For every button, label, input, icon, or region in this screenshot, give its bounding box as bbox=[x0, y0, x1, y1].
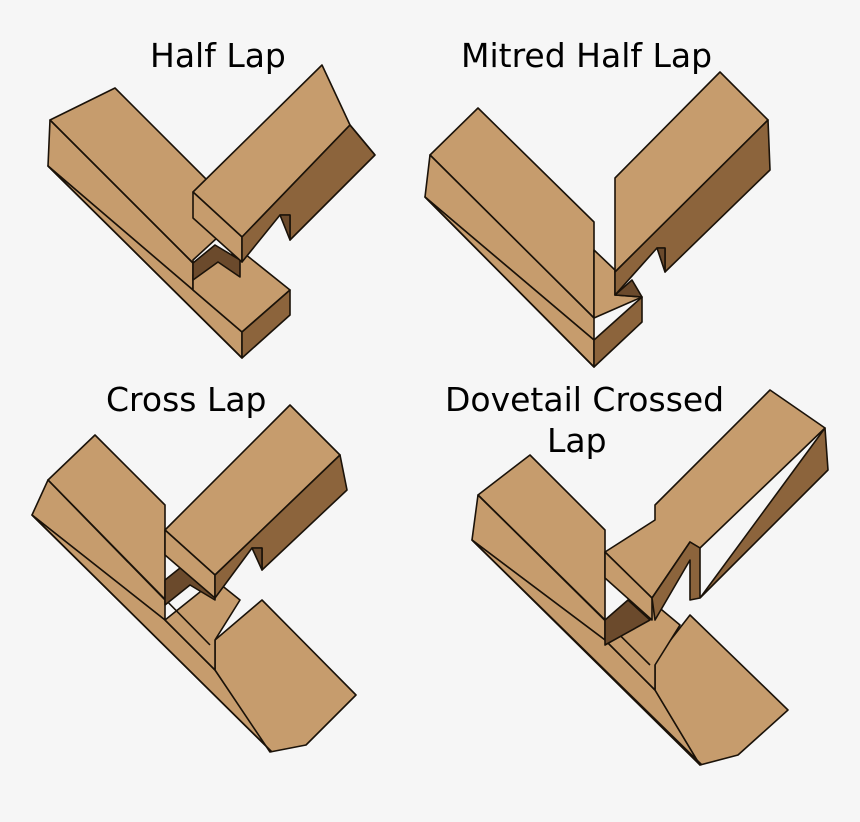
half-lap-diagram bbox=[47, 64, 376, 359]
half-lap-board-b bbox=[192, 64, 376, 263]
mitred-half-lap-diagram bbox=[424, 71, 771, 368]
dovetail-crossed-lap-title-line1: Dovetail Crossed bbox=[445, 380, 725, 419]
cross-lap-board-a bbox=[31, 434, 357, 753]
mitred-board-a bbox=[424, 107, 643, 368]
cross-lap-board-b bbox=[164, 404, 348, 599]
dovetail-board-b bbox=[604, 389, 829, 621]
mitred-board-b bbox=[614, 71, 771, 296]
cross-lap-title: Cross Lap bbox=[106, 380, 267, 419]
mitred-half-lap-title: Mitred Half Lap bbox=[461, 36, 713, 75]
dovetail-crossed-lap-diagram bbox=[471, 389, 829, 766]
half-lap-board-a bbox=[47, 87, 291, 359]
half-lap-title: Half Lap bbox=[150, 36, 286, 75]
dovetail-crossed-lap-title-line2: Lap bbox=[547, 421, 607, 460]
dovetail-board-a bbox=[471, 454, 789, 766]
cross-lap-diagram bbox=[31, 404, 357, 753]
